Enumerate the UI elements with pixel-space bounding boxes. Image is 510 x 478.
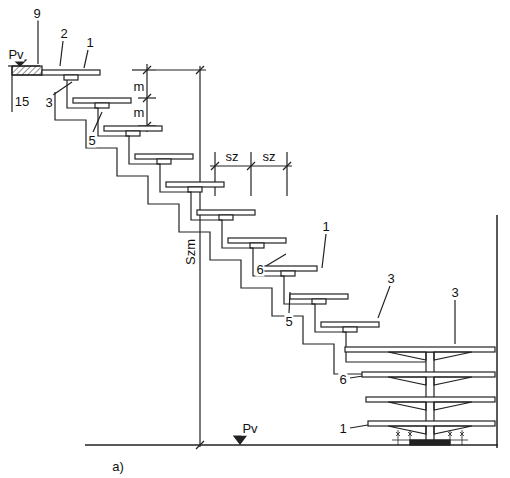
tread	[259, 266, 317, 271]
tick-mark	[448, 430, 452, 445]
tread	[42, 70, 100, 75]
tread	[73, 98, 131, 103]
spiral-tread	[366, 397, 495, 402]
spiral-tread	[345, 347, 495, 352]
tread-bracket	[126, 131, 140, 136]
callout-number: 2	[59, 26, 68, 41]
callout-number: 3	[386, 271, 395, 286]
dimension-label: sz	[225, 149, 240, 164]
tread-bracket	[219, 215, 233, 220]
tread	[228, 238, 286, 243]
tread	[321, 322, 379, 327]
spiral-tread	[368, 421, 495, 426]
tread	[290, 294, 348, 299]
level-mark: Pv	[7, 47, 24, 62]
tread	[166, 182, 224, 187]
dimension-label: Szm	[183, 238, 198, 266]
callout-number: 6	[338, 372, 347, 387]
callout-number: 9	[32, 6, 41, 21]
tread-bracket	[188, 187, 202, 192]
tread-bracket	[343, 327, 357, 332]
callout-number: 5	[87, 133, 96, 148]
dimension-label: sz	[262, 149, 277, 164]
tick-mark	[460, 430, 464, 445]
level-mark: Pv	[241, 421, 258, 436]
tread-bracket	[388, 377, 426, 385]
callout-number: 3	[44, 95, 53, 110]
callout-number: 6	[255, 262, 264, 277]
tread	[104, 126, 162, 131]
tick-mark	[396, 430, 400, 445]
stringer	[55, 92, 414, 374]
tread-bracket	[250, 243, 264, 248]
callout-number: 3	[450, 285, 459, 300]
tick-mark	[408, 430, 412, 445]
spiral-tread	[362, 372, 495, 377]
tread-bracket	[434, 426, 472, 434]
dimension-label: m	[133, 105, 146, 120]
tread	[197, 210, 255, 215]
tread-bracket	[388, 426, 426, 434]
callout-number: 15	[14, 94, 30, 109]
tread-bracket	[312, 299, 326, 304]
tread-bracket	[434, 377, 472, 385]
tread-bracket	[434, 352, 472, 360]
tread	[135, 154, 193, 159]
tread-bracket	[95, 103, 109, 108]
callout-number: 1	[321, 219, 330, 234]
tread-bracket	[64, 75, 78, 80]
tread-bracket	[388, 352, 426, 360]
stringer	[67, 80, 426, 362]
callout-number: 1	[85, 35, 94, 50]
tread-bracket	[157, 159, 171, 164]
tread-bracket	[388, 402, 426, 410]
figure-label: a)	[111, 459, 125, 474]
tread-bracket	[281, 271, 295, 276]
callout-number: 1	[338, 421, 347, 436]
dimension-label: m	[133, 79, 146, 94]
callout-number: 5	[284, 314, 293, 329]
tread-bracket	[434, 402, 472, 410]
